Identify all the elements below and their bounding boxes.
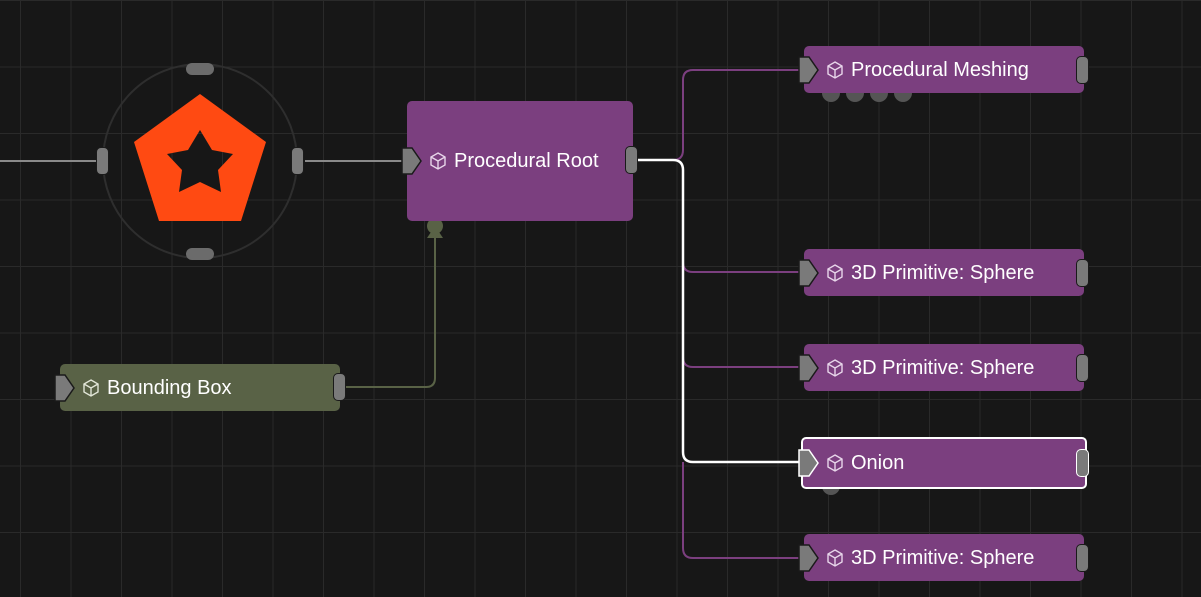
procedural-cube-icon bbox=[827, 358, 843, 377]
node-sphere-2[interactable]: 3D Primitive: Sphere bbox=[804, 344, 1084, 391]
procedural-root-input-port[interactable] bbox=[400, 146, 422, 176]
wire-root-meshing bbox=[636, 69, 800, 161]
procedural-cube-icon bbox=[430, 152, 446, 170]
node-label: 3D Primitive: Sphere bbox=[851, 546, 1035, 569]
origin-bottom-handle[interactable] bbox=[186, 248, 214, 260]
bounding-box-input-port[interactable] bbox=[53, 373, 75, 403]
procedural-cube-icon bbox=[827, 263, 843, 282]
node-bounding-box[interactable]: Bounding Box bbox=[60, 364, 340, 411]
procedural-meshing-input-port[interactable] bbox=[797, 55, 819, 85]
bounding-box-output-port[interactable] bbox=[333, 373, 346, 401]
wire-root-sphere-2 bbox=[682, 272, 800, 368]
sphere-1-input-port[interactable] bbox=[797, 258, 819, 288]
node-sphere-3[interactable]: 3D Primitive: Sphere bbox=[804, 534, 1084, 581]
node-procedural-root[interactable]: Procedural Root bbox=[407, 101, 633, 221]
sphere-2-output-port[interactable] bbox=[1076, 354, 1089, 382]
origin-top-handle[interactable] bbox=[186, 63, 214, 75]
sphere-2-input-port[interactable] bbox=[797, 353, 819, 383]
wire-root-sphere-3 bbox=[682, 462, 800, 559]
origin-star-logo[interactable] bbox=[134, 94, 266, 221]
sphere-1-output-port[interactable] bbox=[1076, 259, 1089, 287]
wire-bounds-root bbox=[345, 232, 436, 388]
origin-left-port[interactable] bbox=[96, 147, 109, 175]
procedural-root-output-port[interactable] bbox=[625, 146, 638, 174]
node-label: 3D Primitive: Sphere bbox=[851, 261, 1035, 284]
node-label: Procedural Meshing bbox=[851, 58, 1029, 81]
node-sphere-1[interactable]: 3D Primitive: Sphere bbox=[804, 249, 1084, 296]
procedural-cube-icon bbox=[827, 454, 843, 472]
wire-root-onion bbox=[636, 158, 800, 464]
node-procedural-meshing[interactable]: Procedural Meshing bbox=[804, 46, 1084, 93]
node-onion[interactable]: Onion bbox=[801, 437, 1087, 489]
node-label: Bounding Box bbox=[107, 376, 232, 399]
onion-output-port[interactable] bbox=[1076, 449, 1089, 477]
node-label: Procedural Root bbox=[454, 150, 599, 172]
node-label: Onion bbox=[851, 452, 905, 474]
onion-input-port[interactable] bbox=[797, 448, 819, 478]
procedural-cube-icon bbox=[827, 60, 843, 79]
wire-root-sphere-1 bbox=[682, 170, 800, 273]
procedural-meshing-output-port[interactable] bbox=[1076, 56, 1089, 84]
origin-right-port[interactable] bbox=[291, 147, 304, 175]
node-label: 3D Primitive: Sphere bbox=[851, 356, 1035, 379]
origin-ring bbox=[102, 63, 298, 259]
sphere-3-input-port[interactable] bbox=[797, 543, 819, 573]
root-bottom-port-dot[interactable] bbox=[427, 218, 443, 234]
sphere-3-output-port[interactable] bbox=[1076, 544, 1089, 572]
procedural-cube-icon bbox=[827, 548, 843, 567]
cube-outline-icon bbox=[83, 378, 99, 397]
